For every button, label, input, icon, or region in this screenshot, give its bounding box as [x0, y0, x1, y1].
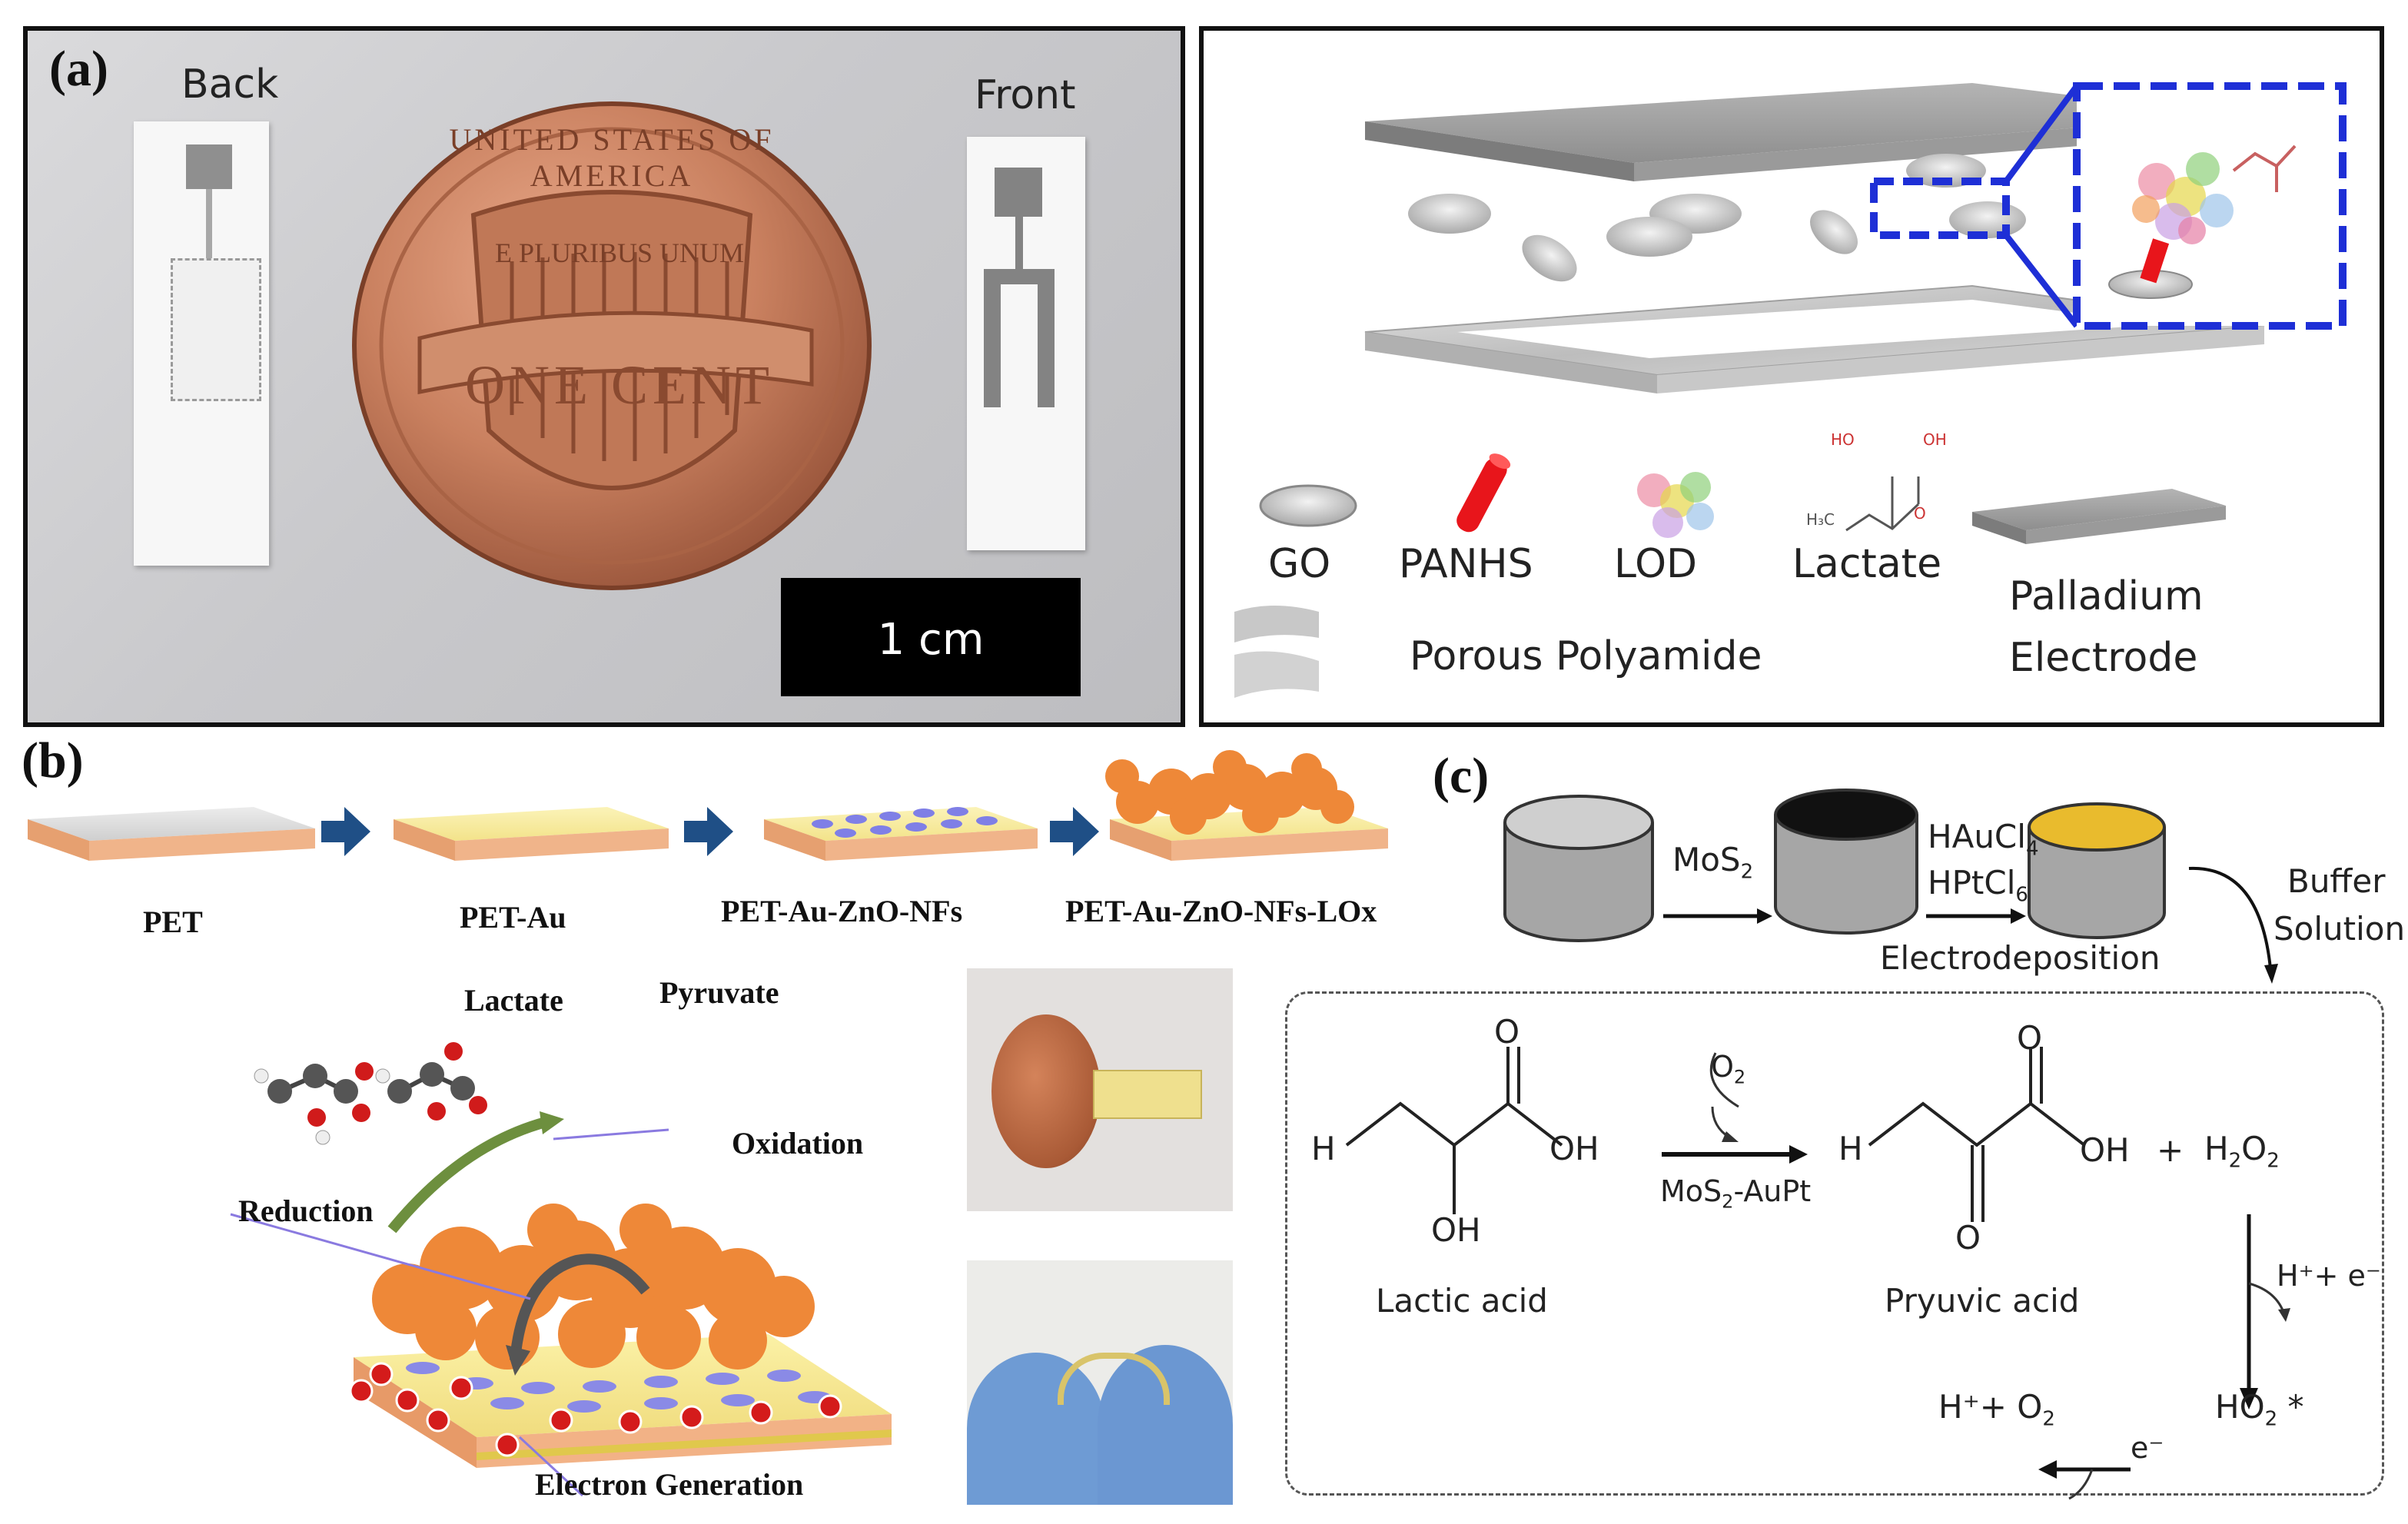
legend-porous-label: Porous Polyamide: [1410, 633, 1762, 679]
step-label-pet-au-zno: PET-Au-ZnO-NFs: [721, 894, 963, 928]
lactate-icon-h3c: H₃C: [1806, 510, 1835, 529]
buffer-label-line2: Solution: [2273, 910, 2406, 948]
electrodeposition-label: Electrodeposition: [1880, 939, 2161, 977]
buffer-label-line1: Buffer: [2287, 862, 2386, 900]
front-electrode-left: [984, 269, 1001, 407]
electron-label: e⁻: [2131, 1431, 2164, 1465]
plus-sign: +: [2157, 1131, 2184, 1169]
hptc-label: HPtCl6: [1928, 864, 2028, 907]
pyruvic-o-bottom: O: [1955, 1219, 1981, 1257]
back-label: Back: [181, 61, 279, 108]
electron-generation-label: Electron Generation: [535, 1467, 804, 1502]
coin-value: ONE CENT: [465, 354, 774, 416]
panel-a-photo-frame: UNITED STATES OF AMERICA E PLURIBUS UNUM…: [23, 26, 1185, 727]
lactate-label: Lactate: [464, 983, 563, 1018]
scale-bar-label: 1 cm: [877, 615, 985, 665]
lactate-icon-oh: OH: [1923, 430, 1947, 449]
lactic-o-top: O: [1494, 1013, 1520, 1051]
front-electrode: [984, 269, 1055, 284]
panel-a-label: (a): [49, 41, 108, 97]
electrode-modification-cylinders: [1503, 789, 2278, 984]
lactic-oh-right: OH: [1549, 1130, 1599, 1167]
hauc-label: HAuCl4: [1928, 818, 2039, 861]
front-electrode-right: [1038, 269, 1055, 407]
lactate-icon-o: O: [1914, 504, 1926, 523]
scale-bar: [781, 578, 1081, 696]
legend-lactate-label: Lactate: [1792, 541, 1942, 587]
biosensor-reaction-schematic: [230, 1042, 892, 1497]
lactate-icon-ho: HO: [1831, 430, 1855, 449]
front-pad: [995, 168, 1042, 217]
legend-palladium-line1: Palladium: [2009, 573, 2204, 619]
reduction-label: Reduction: [238, 1194, 374, 1228]
front-label: Front: [975, 72, 1076, 118]
panel-a-schematic-frame: GO PANHS LOD Lactate Palladium Electrode…: [1199, 26, 2384, 727]
lactic-h: H: [1311, 1130, 1336, 1167]
reaction-scheme: [1345, 1047, 2290, 1500]
hplus-e-label: H⁺+ e⁻: [2277, 1259, 2381, 1293]
back-pad: [186, 144, 232, 189]
penny-inset: [991, 1014, 1101, 1168]
step-label-pet-au: PET-Au: [460, 900, 566, 935]
coin-motto: E PLURIBUS UNUM: [494, 237, 745, 268]
back-window: [171, 258, 261, 401]
o2-label: O2: [1711, 1050, 1746, 1088]
h-o2-label: H⁺+ O2: [1938, 1388, 2055, 1431]
legend-palladium-line2: Electrode: [2009, 635, 2198, 681]
legend-go-label: GO: [1268, 541, 1331, 587]
step-label-pet: PET: [143, 905, 203, 939]
catalyst-label: MoS2-AuPt: [1660, 1174, 1812, 1213]
lactate-molecule: [254, 1062, 374, 1145]
panel-b-label: (b): [22, 732, 84, 789]
lactic-oh-bottom: OH: [1431, 1211, 1481, 1249]
lactic-acid-label: Lactic acid: [1376, 1282, 1548, 1320]
mos2-step-label: MoS2: [1672, 841, 1754, 884]
glove-right: [1098, 1345, 1233, 1505]
front-trace: [1015, 217, 1023, 271]
penny-sensor-photo: [967, 968, 1233, 1211]
coin-text-top: UNITED STATES OF AMERICA: [449, 122, 775, 193]
pyruvic-h: H: [1838, 1130, 1863, 1167]
reaction-box: [1285, 991, 2384, 1496]
pyruvate-molecule: [375, 1042, 487, 1121]
flexible-sensor-photo: [967, 1260, 1233, 1505]
fabrication-steps: [28, 750, 1388, 861]
pyruvic-acid-label: Pryuvic acid: [1885, 1282, 2080, 1320]
step-label-pet-au-zno-lox: PET-Au-ZnO-NFs-LOx: [1065, 894, 1377, 928]
legend-lod-label: LOD: [1614, 541, 1698, 587]
pyruvate-label: Pyruvate: [659, 975, 779, 1010]
pyruvic-oh: OH: [2080, 1131, 2130, 1169]
pyruvic-o-top: O: [2017, 1019, 2043, 1057]
layer-stack-illustration: [1234, 82, 2347, 698]
gold-strip-inset: [1093, 1070, 1202, 1119]
panel-c-label: (c): [1433, 748, 1490, 804]
legend-panhs-label: PANHS: [1399, 541, 1533, 587]
back-trace: [206, 189, 212, 258]
penny-coin: [352, 101, 872, 590]
h2o2-label: H2O2: [2204, 1130, 2280, 1173]
ho2-label: HO2 *: [2215, 1388, 2304, 1431]
oxidation-label: Oxidation: [732, 1126, 864, 1160]
